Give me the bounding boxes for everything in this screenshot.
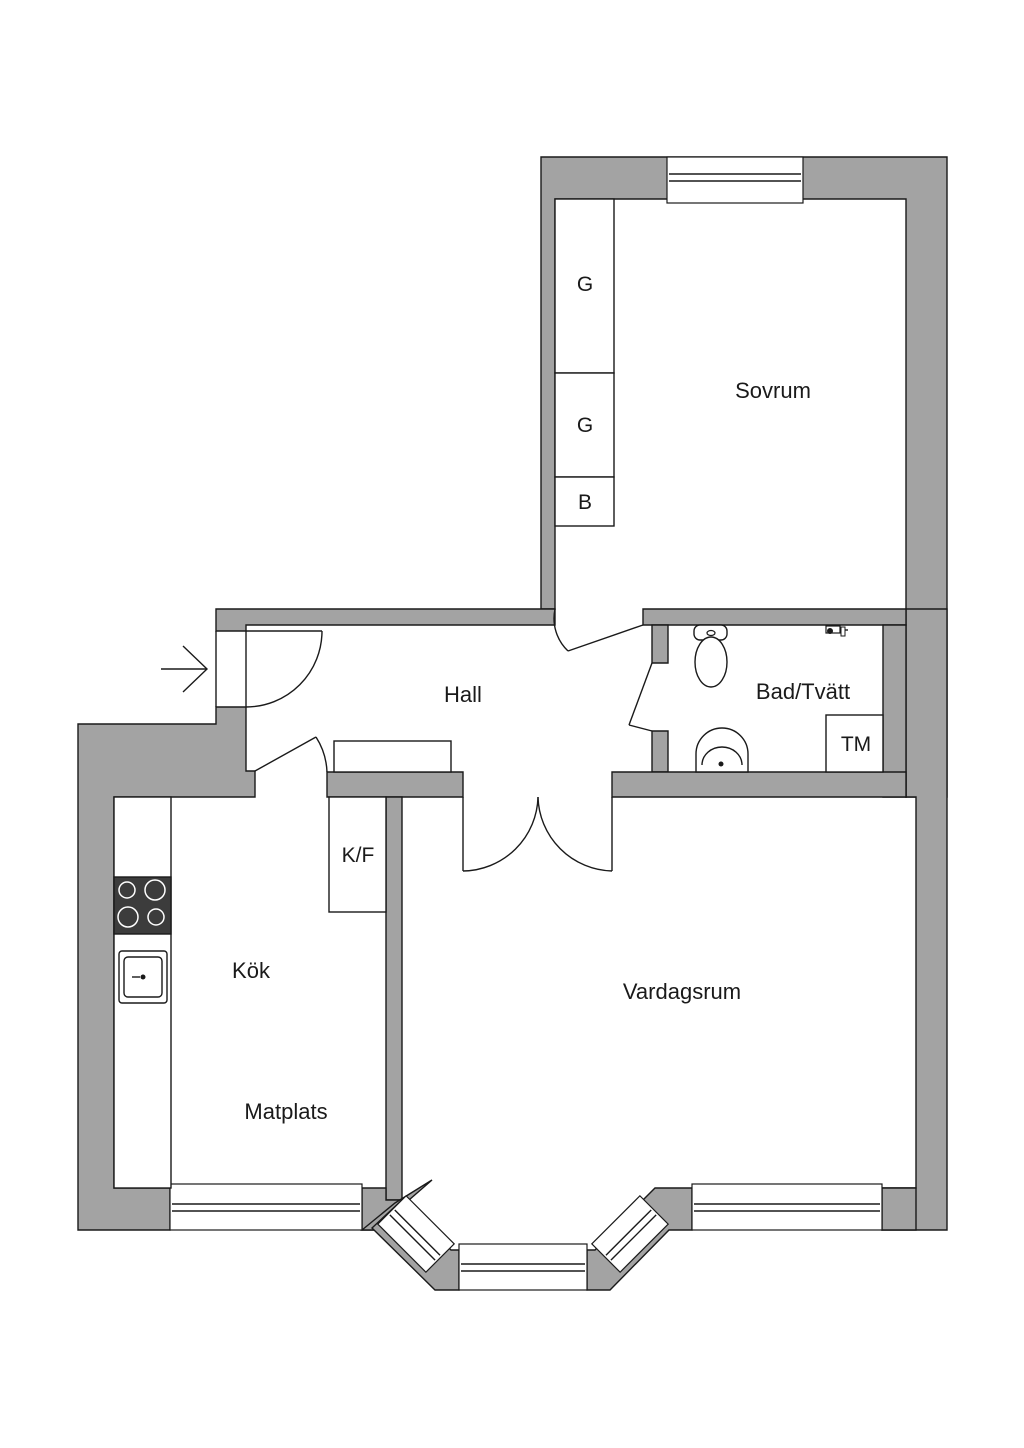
fridge-label: K/F bbox=[342, 844, 375, 867]
shower-tap-icon bbox=[825, 625, 848, 637]
labels: Sovrum Hall Bad/Tvätt Kök Matplats Varda… bbox=[232, 273, 871, 1124]
window-kitchen bbox=[169, 1183, 363, 1231]
fixtures bbox=[113, 198, 884, 1189]
kitchen-sink-icon bbox=[118, 950, 168, 1004]
window-bay-left bbox=[376, 1194, 456, 1274]
wardrobe-3-label: B bbox=[578, 491, 592, 514]
wardrobe-2 bbox=[554, 372, 615, 478]
washer-label: TM bbox=[841, 733, 871, 756]
wardrobe-1-label: G bbox=[577, 273, 593, 296]
doors bbox=[215, 608, 653, 872]
window-bay-center bbox=[458, 1243, 588, 1291]
bedroom-door bbox=[553, 608, 644, 652]
living-double-door bbox=[462, 796, 613, 872]
entrance-door bbox=[215, 630, 323, 708]
walls bbox=[77, 156, 948, 1291]
wardrobe-1 bbox=[554, 198, 615, 374]
bath-left-wall-lower bbox=[651, 730, 669, 773]
windows bbox=[169, 156, 883, 1291]
bath-right-wall bbox=[882, 624, 907, 798]
window-bay-right bbox=[590, 1194, 670, 1274]
hall-top-wall bbox=[215, 608, 556, 632]
washing-machine bbox=[825, 714, 884, 773]
stove-icon bbox=[113, 876, 172, 935]
kitchen-living-wall bbox=[385, 796, 403, 1201]
hall-shelf bbox=[333, 740, 452, 773]
entrance-arrow-icon bbox=[161, 645, 209, 693]
bathroom-door bbox=[628, 662, 653, 732]
bath-top-wall bbox=[642, 608, 907, 626]
kitchen-hall-wall bbox=[326, 771, 464, 798]
room-label-bad: Bad/Tvätt bbox=[756, 679, 850, 704]
room-label-kok: Kök bbox=[232, 958, 271, 983]
room-label-matplats: Matplats bbox=[244, 1099, 327, 1124]
toilet-icon bbox=[693, 624, 728, 688]
room-label-sovrum: Sovrum bbox=[735, 378, 811, 403]
window-living-right bbox=[691, 1183, 883, 1231]
bath-left-wall-upper bbox=[651, 624, 669, 664]
bath-bottom-wall bbox=[611, 771, 907, 798]
living-bottom-right bbox=[881, 1187, 917, 1231]
wardrobe-3 bbox=[554, 476, 615, 527]
fridge-freezer bbox=[328, 796, 387, 913]
room-label-hall: Hall bbox=[444, 682, 482, 707]
room-label-vardagsrum: Vardagsrum bbox=[623, 979, 741, 1004]
kitchen-door bbox=[254, 736, 328, 773]
window-bedroom bbox=[666, 156, 804, 204]
washbasin-icon bbox=[695, 727, 749, 773]
wardrobe-2-label: G bbox=[577, 414, 593, 437]
